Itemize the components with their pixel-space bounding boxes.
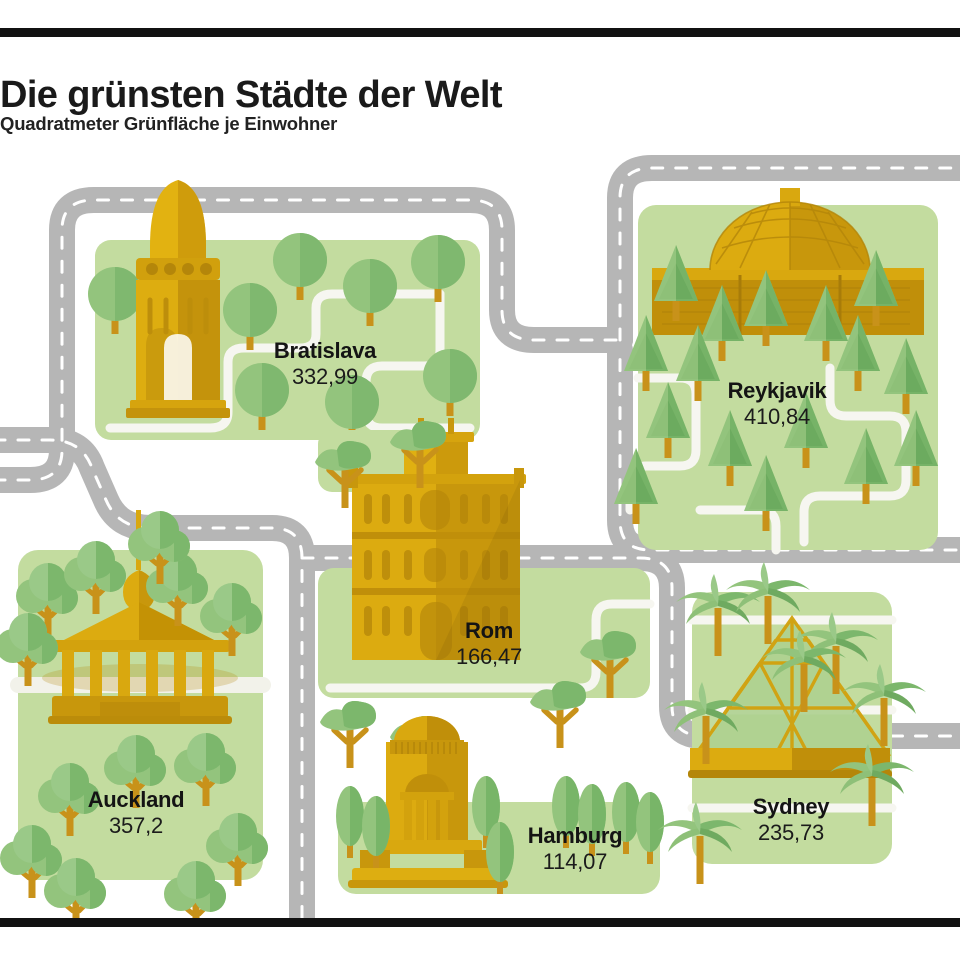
park-sydney — [658, 562, 926, 884]
landmark-palazzo — [346, 418, 526, 660]
park-rom — [315, 418, 655, 783]
road-network — [0, 155, 960, 918]
page-subtitle: Quadratmeter Grünfläche je Einwohner — [0, 113, 338, 134]
park-auckland — [0, 510, 271, 918]
page-title: Die grünsten Städte der Welt — [0, 74, 503, 117]
city-map: Bratislava 332,99 Reykjavik 410,84 Rom 1… — [0, 150, 960, 918]
park-reykjavik — [614, 188, 938, 555]
landmark-pyramid-glasshouse — [688, 615, 892, 778]
park-hamburg — [336, 716, 664, 894]
landmark-gothic-tower — [126, 180, 230, 418]
park-bratislava — [88, 180, 480, 442]
bottom-rule — [0, 918, 960, 927]
top-rule — [0, 28, 960, 37]
